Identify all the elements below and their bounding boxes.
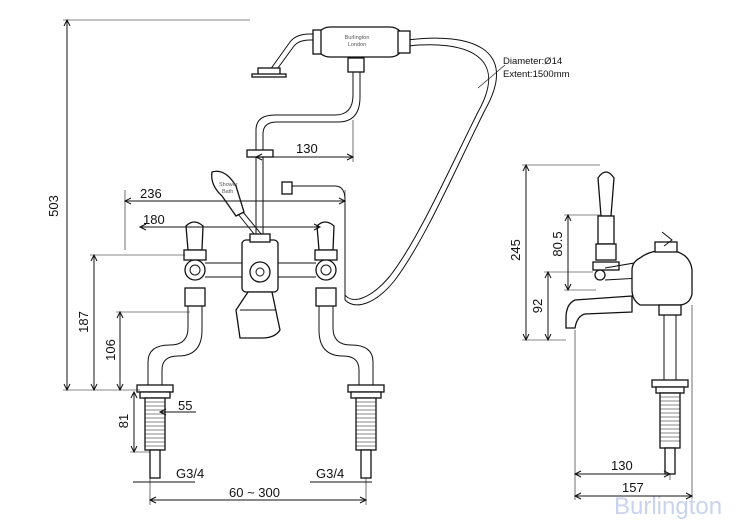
- dim-side-height: 245: [508, 239, 523, 261]
- dim-side-spout: 92: [530, 299, 545, 313]
- dim-handset-offset: 130: [296, 141, 318, 156]
- lever-label-bath: Bath: [222, 189, 233, 195]
- hose-diameter-note: Diameter:Ø14: [503, 56, 562, 67]
- dim-bracket-width: 236: [140, 186, 162, 201]
- front-dimensions: [63, 18, 506, 505]
- left-shank: [144, 397, 166, 479]
- dim-spout-height: 106: [103, 339, 118, 361]
- dim-centres: 60 ~ 300: [229, 485, 280, 500]
- central-spout: [235, 291, 281, 339]
- shower-handset: Burlington London: [251, 26, 411, 78]
- dim-shank-length: 81: [116, 414, 131, 428]
- dim-thread-right: G3/4: [316, 466, 344, 481]
- front-view: Burlington London Shower Bath: [46, 18, 570, 505]
- right-valve: [314, 221, 338, 281]
- dim-side-lever: 80.5: [550, 231, 565, 256]
- dim-side-reach: 130: [611, 458, 633, 473]
- side-shank: [659, 392, 681, 475]
- left-leg: [136, 287, 206, 399]
- right-leg: [315, 287, 385, 399]
- handset-sub-label: London: [348, 42, 366, 48]
- dim-thread-left: G3/4: [176, 466, 204, 481]
- side-valve-body: [631, 249, 693, 306]
- dim-side-depth: 157: [622, 480, 644, 495]
- handset-brand-label: Burlington: [345, 35, 370, 41]
- side-spout: [565, 295, 633, 329]
- diverter-lever: Shower Bath: [211, 170, 267, 245]
- hose-extent-note: Extent:1500mm: [503, 69, 570, 80]
- left-valve: [183, 221, 207, 281]
- side-view: 245 80.5 92 130 157: [508, 163, 694, 500]
- brand-watermark: Burlington: [614, 493, 722, 520]
- dim-shank-offset: 55: [178, 398, 192, 413]
- lever-label-shower: Shower: [219, 182, 238, 188]
- side-lever: [597, 171, 615, 217]
- side-dimensions: [522, 163, 694, 500]
- dim-total-height: 503: [46, 195, 61, 217]
- dim-leg-height: 187: [76, 311, 91, 333]
- bridge-body: [205, 233, 316, 293]
- right-shank: [355, 397, 377, 479]
- hose: [344, 37, 497, 306]
- dim-valve-span: 180: [143, 212, 165, 227]
